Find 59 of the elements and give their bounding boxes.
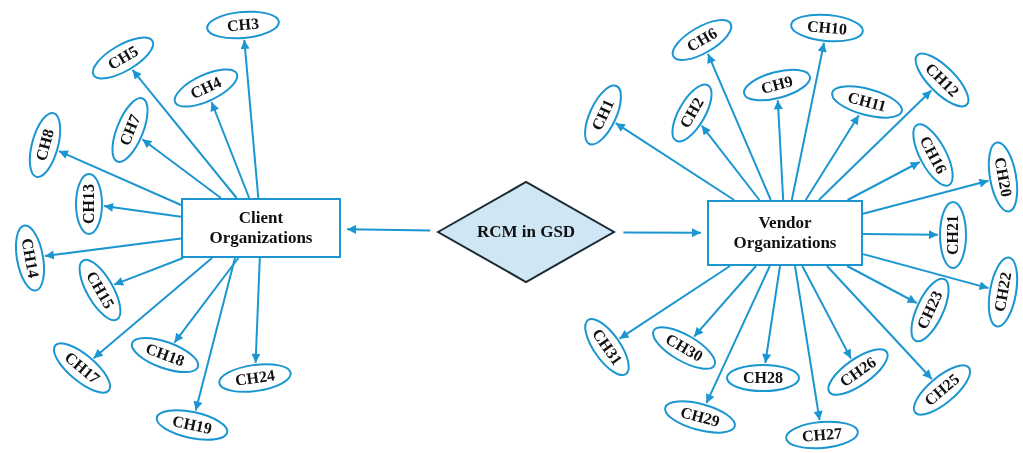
ellipse-node: CH14	[14, 223, 46, 293]
ellipse-node: CH6	[670, 18, 734, 62]
arrow	[762, 265, 781, 364]
arrow	[773, 99, 785, 201]
ellipse-node: CH18	[129, 335, 201, 375]
ellipse-node: CH19	[154, 408, 230, 442]
arrow	[707, 52, 772, 201]
ellipse-node: CH28	[725, 363, 801, 393]
arrow	[240, 38, 260, 199]
ellipse-node: CH7	[110, 96, 150, 164]
arrow	[801, 265, 852, 360]
ellipse-node: CH16	[911, 122, 955, 188]
arrow	[618, 265, 731, 340]
arrow	[346, 224, 432, 234]
process-box: Client Organizations	[181, 198, 341, 258]
arrow	[173, 257, 240, 344]
ellipse-node: CH4	[172, 67, 240, 109]
ellipse-node: CH21	[938, 200, 968, 270]
ellipse-node: CH20	[986, 140, 1020, 214]
arrow	[131, 68, 238, 199]
ellipse-node: CH24	[217, 362, 293, 394]
ellipse-node: CH23	[909, 276, 951, 344]
arrow	[251, 257, 261, 364]
ellipse-node: CH8	[27, 110, 63, 180]
arrow	[846, 265, 918, 304]
ellipse-node: CH9	[741, 67, 813, 103]
process-box: Vendor Organizations	[707, 200, 863, 266]
arrow	[804, 114, 860, 201]
ellipse-node: CH5	[90, 35, 156, 81]
arrow	[622, 228, 702, 238]
arrow	[700, 124, 761, 201]
ellipse-node: CH3	[205, 9, 281, 41]
arrow	[817, 89, 933, 201]
arrow	[846, 161, 921, 201]
arrow	[113, 257, 185, 286]
arrow	[693, 265, 757, 338]
ellipse-node: CH1	[583, 83, 623, 147]
arrow	[826, 265, 933, 380]
ellipse-node: CH10	[789, 12, 865, 44]
arrow	[862, 230, 939, 240]
ellipse-node: CH13	[74, 172, 104, 236]
arrow	[193, 257, 236, 412]
ellipse-node: CH22	[986, 255, 1020, 329]
ellipse-node: CH11	[830, 84, 904, 120]
ellipse-node: CH27	[784, 419, 860, 451]
arrow	[103, 202, 182, 218]
arrow	[705, 265, 771, 405]
arrow	[43, 237, 182, 260]
arrow	[57, 150, 182, 206]
arrow	[210, 101, 251, 199]
arrow	[141, 138, 222, 199]
arrow	[794, 265, 823, 422]
arrow	[790, 41, 827, 201]
ellipse-node: CH29	[663, 399, 737, 435]
arrow	[862, 253, 990, 291]
ellipse-node: CH30	[651, 325, 717, 371]
arrow	[614, 122, 736, 201]
decision-diamond: RCM in GSD	[436, 180, 616, 284]
arrow	[92, 257, 213, 360]
